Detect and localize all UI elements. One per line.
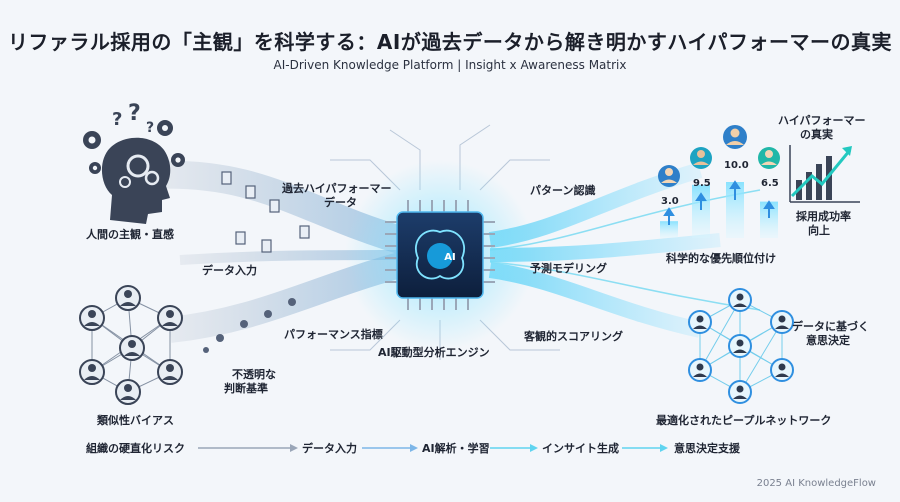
pattern-recognition-label: パターン認識 <box>530 184 596 197</box>
svg-text:?: ? <box>128 101 141 126</box>
flow-step: 意思決定支援 <box>674 442 740 455</box>
page-title: リファラル採用の「主観」を科学する：AIが過去データから解き明かすハイパフォーマ… <box>7 30 893 54</box>
past-high-performer-label-2: データ <box>324 196 357 209</box>
hiring-success-label-1: 採用成功率 <box>796 210 851 223</box>
footer-credit: 2025 AI KnowledgeFlow <box>756 478 876 489</box>
page-subtitle: AI-Driven Knowledge Platform | Insight x… <box>273 58 627 72</box>
hiring-success-label-2: 向上 <box>808 224 830 237</box>
past-high-performer-label-1: 過去ハイパフォーマー <box>282 182 392 195</box>
data-driven-decision-label-2: 意思決定 <box>806 334 850 347</box>
svg-text:?: ? <box>146 120 154 136</box>
candidate-avatars <box>658 125 780 187</box>
score-value: 3.0 <box>661 196 679 207</box>
performance-metrics-label: パフォーマンス指標 <box>284 328 383 341</box>
score-value: 6.5 <box>761 178 779 189</box>
predictive-modeling-label: 予測モデリング <box>530 262 607 275</box>
high-performer-truth-label-1: ハイパフォーマー <box>778 114 866 127</box>
question-mark-icons: ? ? ? <box>112 101 154 136</box>
objective-scoring-label: 客観的スコアリング <box>524 330 623 343</box>
priority-bars <box>660 180 778 238</box>
opaque-criteria-label-1: 不透明な <box>232 368 276 381</box>
optimized-network-label: 最適化されたピープルネットワーク <box>656 414 832 427</box>
svg-text:?: ? <box>112 109 122 130</box>
data-driven-decision-label-1: データに基づく <box>792 320 869 333</box>
human-subjectivity-label: 人間の主観・直感 <box>86 228 174 241</box>
ai-chip-icon <box>385 200 495 310</box>
optimized-network <box>688 288 794 404</box>
human-head-icon <box>101 137 171 224</box>
score-value: 10.0 <box>724 160 749 171</box>
flow-step: データ入力 <box>302 442 357 455</box>
gear-icon <box>83 120 185 174</box>
flow-step: AI解析・学習 <box>422 442 490 455</box>
flow-step: 組織の硬直化リスク <box>86 442 185 455</box>
score-value: 9.5 <box>693 178 711 189</box>
scientific-priority-label: 科学的な優先順位付け <box>666 252 776 265</box>
growth-chart-icon <box>789 145 860 203</box>
similarity-bias-label: 類似性バイアス <box>97 414 174 427</box>
analysis-engine-label: AI駆動型分析エンジン <box>378 346 490 359</box>
document-icons <box>221 171 310 253</box>
person-icons <box>203 298 296 353</box>
bias-network <box>79 285 183 405</box>
chip-label: AI <box>444 252 456 263</box>
high-performer-truth-label-2: の真実 <box>800 128 833 141</box>
opaque-criteria-label-2: 判断基準 <box>224 382 268 395</box>
data-input-label: データ入力 <box>202 264 257 277</box>
flow-arrows <box>198 444 668 452</box>
flow-step: インサイト生成 <box>542 442 619 455</box>
